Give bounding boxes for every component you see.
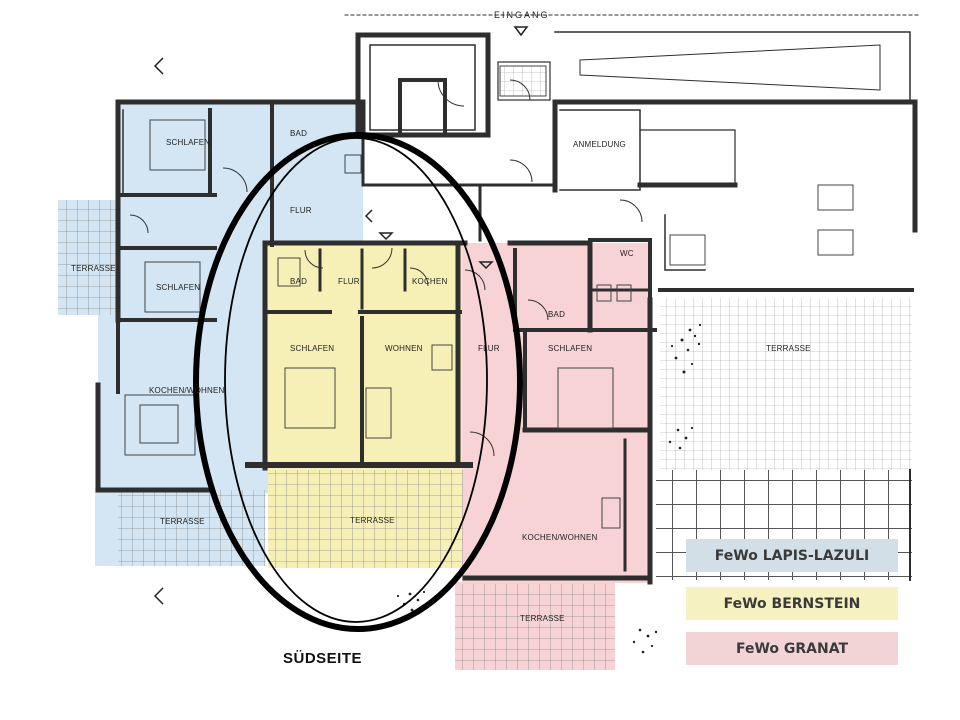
legend-lapis-lazuli: FeWo LAPIS-LAZULI — [686, 539, 898, 572]
room-label: KOCHEN/WOHNEN — [522, 533, 598, 542]
walls — [95, 14, 921, 585]
legend-bernstein: FeWo BERNSTEIN — [686, 587, 898, 620]
room-label: ANMELDUNG — [573, 140, 626, 149]
room-label: TERRASSE — [160, 517, 205, 526]
room-label: TERRASSE — [520, 614, 565, 623]
room-label: SCHLAFEN — [156, 283, 200, 292]
room-label: WC — [620, 249, 634, 258]
room-label: FLUR — [478, 344, 500, 353]
room-label: KOCHEN/WOHNEN — [149, 386, 225, 395]
room-label: KOCHEN — [412, 277, 447, 286]
room-label: BAD — [548, 310, 565, 319]
room-label: FLUR — [338, 277, 360, 286]
south-side-label: SÜDSEITE — [283, 650, 363, 667]
highlight-ellipse — [193, 132, 523, 632]
vegetation-dots — [396, 323, 702, 654]
room-label: SCHLAFEN — [548, 344, 592, 353]
furniture — [124, 65, 854, 529]
entrance-label: EINGANG — [494, 10, 550, 20]
room-label: SCHLAFEN — [166, 138, 210, 147]
room-label: TERRASSE — [71, 264, 116, 273]
room-label: FLUR — [290, 206, 312, 215]
legend-granat: FeWo GRANAT — [686, 632, 898, 665]
room-label: WOHNEN — [385, 344, 423, 353]
room-label: TERRASSE — [766, 344, 811, 353]
door-swings — [129, 79, 643, 457]
room-labels: SCHLAFEN BAD FLUR SCHLAFEN TERRASSE KOCH… — [71, 129, 811, 623]
room-label: TERRASSE — [350, 516, 395, 525]
room-label: BAD — [290, 277, 307, 286]
section-markers — [153, 26, 529, 605]
room-label: SCHLAFEN — [290, 344, 334, 353]
room-label: BAD — [290, 129, 307, 138]
